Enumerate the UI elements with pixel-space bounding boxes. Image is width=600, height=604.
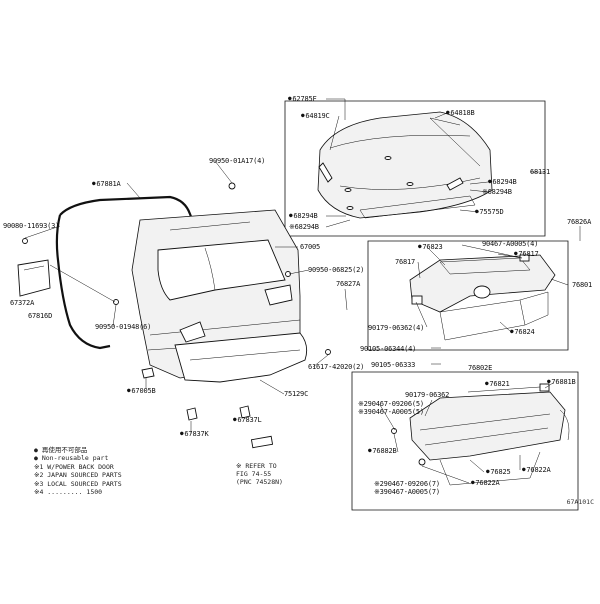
refer-note: ※ REFER TO FIG 74-55 (PNC 74528N) (236, 462, 283, 486)
label-75575D: 75575D (475, 208, 503, 217)
label-76817-a: 76817 (514, 250, 538, 259)
label-90179-06362: 90179-06362 (405, 391, 450, 399)
legend-line-5: ※3 LOCAL SOURCED PARTS (34, 479, 122, 488)
door-trim-group (174, 332, 308, 449)
label-68294B-d: ※68294B (289, 223, 319, 231)
label-90105-06333: 90105-06333 (371, 361, 416, 369)
label-67005: 67005 (300, 243, 321, 251)
label-76826A: 76826A (567, 218, 592, 226)
label-76881B: 76881B (547, 378, 575, 387)
label-76823: 76823 (418, 243, 442, 252)
figure-id: 67A101C (566, 498, 594, 506)
legend-line-6: ※4 ......... 1500 (34, 488, 103, 497)
back-door-group (113, 182, 301, 379)
label-90179-06362-4: 90179-06362(4) (368, 324, 425, 332)
label-62785F: 62785F (288, 95, 316, 104)
label-68131: 68131 (530, 168, 551, 176)
label-290467-09206-5: ※290467-09206(5) (358, 400, 424, 408)
label-64818B: 64818B (446, 109, 474, 118)
label-68294B-c: 68294B (289, 212, 317, 221)
label-76825: 76825 (486, 468, 510, 477)
label-90950-06825: 90950-06825(2) (308, 266, 365, 274)
label-390467-A0005-5: ※390467-A0005(5) (358, 408, 424, 416)
label-90950-01A17: 90950-01A17(4) (209, 157, 266, 165)
label-75129C: 75129C (284, 390, 309, 398)
label-76817-b: 76817 (395, 258, 416, 266)
label-76801: 76801 (572, 281, 593, 289)
label-67881A: 67881A (92, 180, 120, 189)
label-61617-42020: 61617-42020(2) (308, 363, 365, 371)
label-90105-06344: 90105-06344(4) (360, 345, 417, 353)
label-76827A: 76827A (336, 280, 361, 288)
label-90080-11693: 90080-11693(3) (3, 222, 60, 230)
label-68294B-a: 68294B (488, 178, 516, 187)
legend-line-1: ● 再使用不可部品 (34, 446, 88, 454)
refer-line-2: FIG 74-55 (236, 470, 272, 478)
label-76821: 76821 (485, 380, 509, 389)
label-76822A-a: 76822A (522, 466, 550, 475)
label-67837L: 67837L (233, 416, 261, 425)
leader-lines (24, 98, 581, 484)
spoiler-box-group (284, 100, 546, 237)
label-64819C: 64819C (301, 112, 329, 121)
label-76822A-b: 76822A (471, 479, 499, 488)
lower-garnish-box-group (351, 371, 579, 511)
legend-line-2: ● Non-reusable part (34, 454, 109, 463)
left-bracket-group (17, 238, 331, 421)
label-76882B: 76882B (368, 447, 396, 456)
legend: ● 再使用不可部品 ● Non-reusable part ※1 W/POWER… (34, 446, 122, 496)
label-67372A: 67372A (10, 299, 35, 307)
label-67816D: 67816D (28, 312, 53, 320)
legend-line-3: ※1 W/POWER BACK DOOR (34, 462, 114, 471)
label-68294B-b: ※68294B (482, 188, 512, 196)
label-390467-A0005-7: ※390467-A0005(7) (374, 488, 440, 496)
label-76824: 76824 (510, 328, 534, 337)
label-290467-09206-7: ※290467-09206(7) (374, 480, 440, 488)
label-67005B: 67005B (127, 387, 155, 396)
legend-line-4: ※2 JAPAN SOURCED PARTS (34, 471, 122, 480)
label-90467-A0005-4: 90467-A0005(4) (482, 240, 539, 248)
refer-line-3: (PNC 74528N) (236, 478, 283, 486)
label-67837K: 67837K (180, 430, 208, 439)
label-90950-01948: 90950-01948(6) (95, 323, 152, 331)
refer-line-1: ※ REFER TO (236, 462, 277, 470)
weatherstrip (55, 195, 198, 350)
label-76802E: 76802E (468, 364, 493, 372)
